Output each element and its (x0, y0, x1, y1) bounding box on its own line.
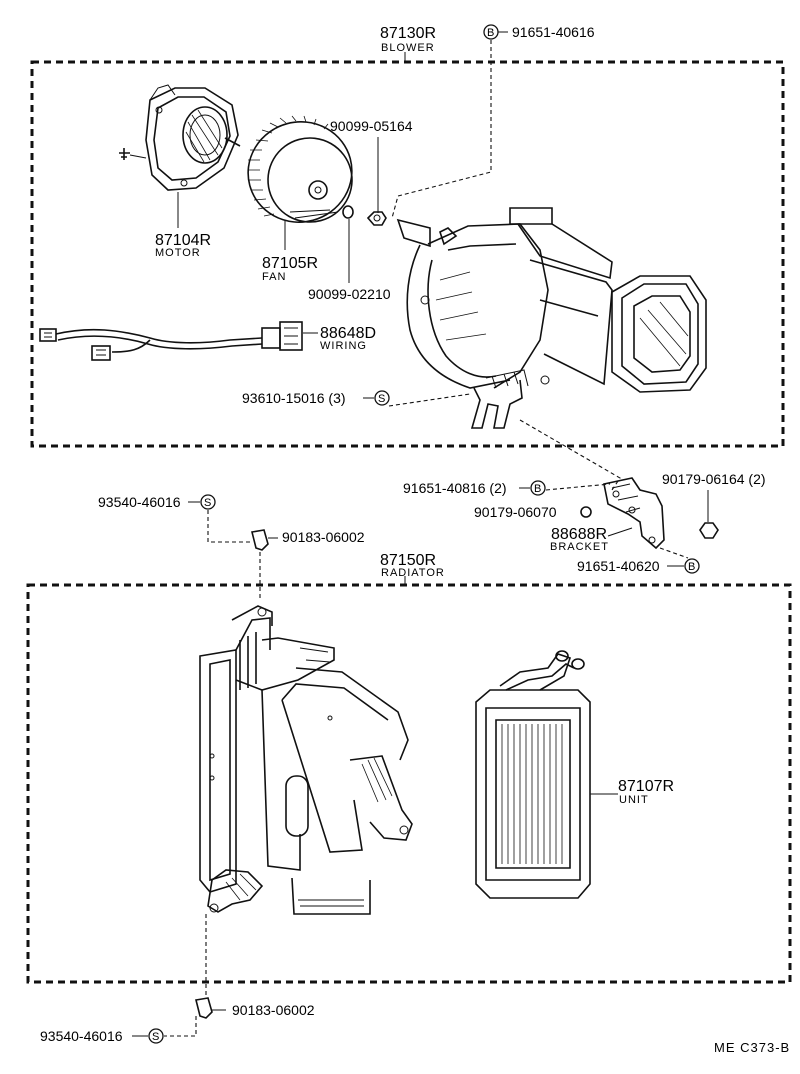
washer-icon (342, 205, 354, 219)
svg-text:B: B (688, 561, 695, 573)
nut-mid-code: 90179-06070 (474, 504, 557, 520)
screw-s-code: 93610-15016 (3) (242, 390, 346, 406)
fan-name: FAN (262, 271, 286, 283)
bracket-screw2-code: 91651-40620 (577, 558, 660, 574)
hex-nut-icon (366, 211, 387, 226)
screw-mark-s-top: S (200, 494, 216, 510)
svg-text:S: S (378, 393, 385, 405)
screw-mark-b-bracket2: B (684, 558, 700, 574)
screw-mark-b-top: B (483, 24, 499, 40)
svg-text:B: B (487, 27, 494, 39)
clip-top-screw-code: 93540-46016 (98, 494, 181, 510)
blower-name: BLOWER (381, 42, 435, 54)
clip-bottom-code: 90183-06002 (232, 1002, 315, 1018)
clip-bottom-icon (195, 997, 213, 1019)
nut-mid-icon (580, 506, 592, 518)
blower-screw-code: 91651-40616 (512, 24, 595, 40)
wiring-code: 88648D (320, 325, 376, 342)
motor-drawing (119, 84, 241, 191)
clip-top-icon (251, 529, 269, 551)
bracket-drawing (603, 477, 665, 550)
svg-text:S: S (204, 497, 211, 509)
blower-group-box (30, 60, 785, 448)
hex-nut-right-icon (699, 522, 719, 539)
svg-text:S: S (152, 1031, 159, 1043)
motor-code: 87104R (155, 232, 211, 249)
bracket-code: 88688R (551, 526, 607, 543)
nut-right-code: 90179-06164 (2) (662, 471, 766, 487)
screw-mark-b-bracket: B (530, 480, 546, 496)
clip-bottom-screw-code: 93540-46016 (40, 1028, 123, 1044)
nut-top-code: 90099-05164 (330, 118, 413, 134)
heater-core-drawing (475, 650, 591, 899)
svg-text:B: B (534, 483, 541, 495)
screw-mark-s: S (374, 390, 390, 406)
motor-name: MOTOR (155, 247, 201, 259)
fan-drawing (247, 115, 353, 223)
unit-code: 87107R (618, 778, 674, 795)
radiator-group-box (26, 583, 792, 984)
unit-name: UNIT (619, 794, 649, 806)
radiator-name: RADIATOR (381, 567, 445, 579)
footer-code: ME C373-B (714, 1040, 790, 1055)
wiring-name: WIRING (320, 340, 367, 352)
wiring-harness-drawing (39, 321, 303, 361)
bracket-screw-code: 91651-40816 (2) (403, 480, 507, 496)
blower-housing-drawing (396, 207, 707, 429)
washer-code: 90099-02210 (308, 286, 391, 302)
radiator-code: 87150R (380, 552, 436, 569)
clip-top-code: 90183-06002 (282, 529, 365, 545)
blower-code: 87130R (380, 25, 436, 42)
bracket-name: BRACKET (550, 541, 609, 553)
screw-mark-s-bottom: S (148, 1028, 164, 1044)
heater-case-drawing (199, 605, 413, 915)
fan-code: 87105R (262, 255, 318, 272)
